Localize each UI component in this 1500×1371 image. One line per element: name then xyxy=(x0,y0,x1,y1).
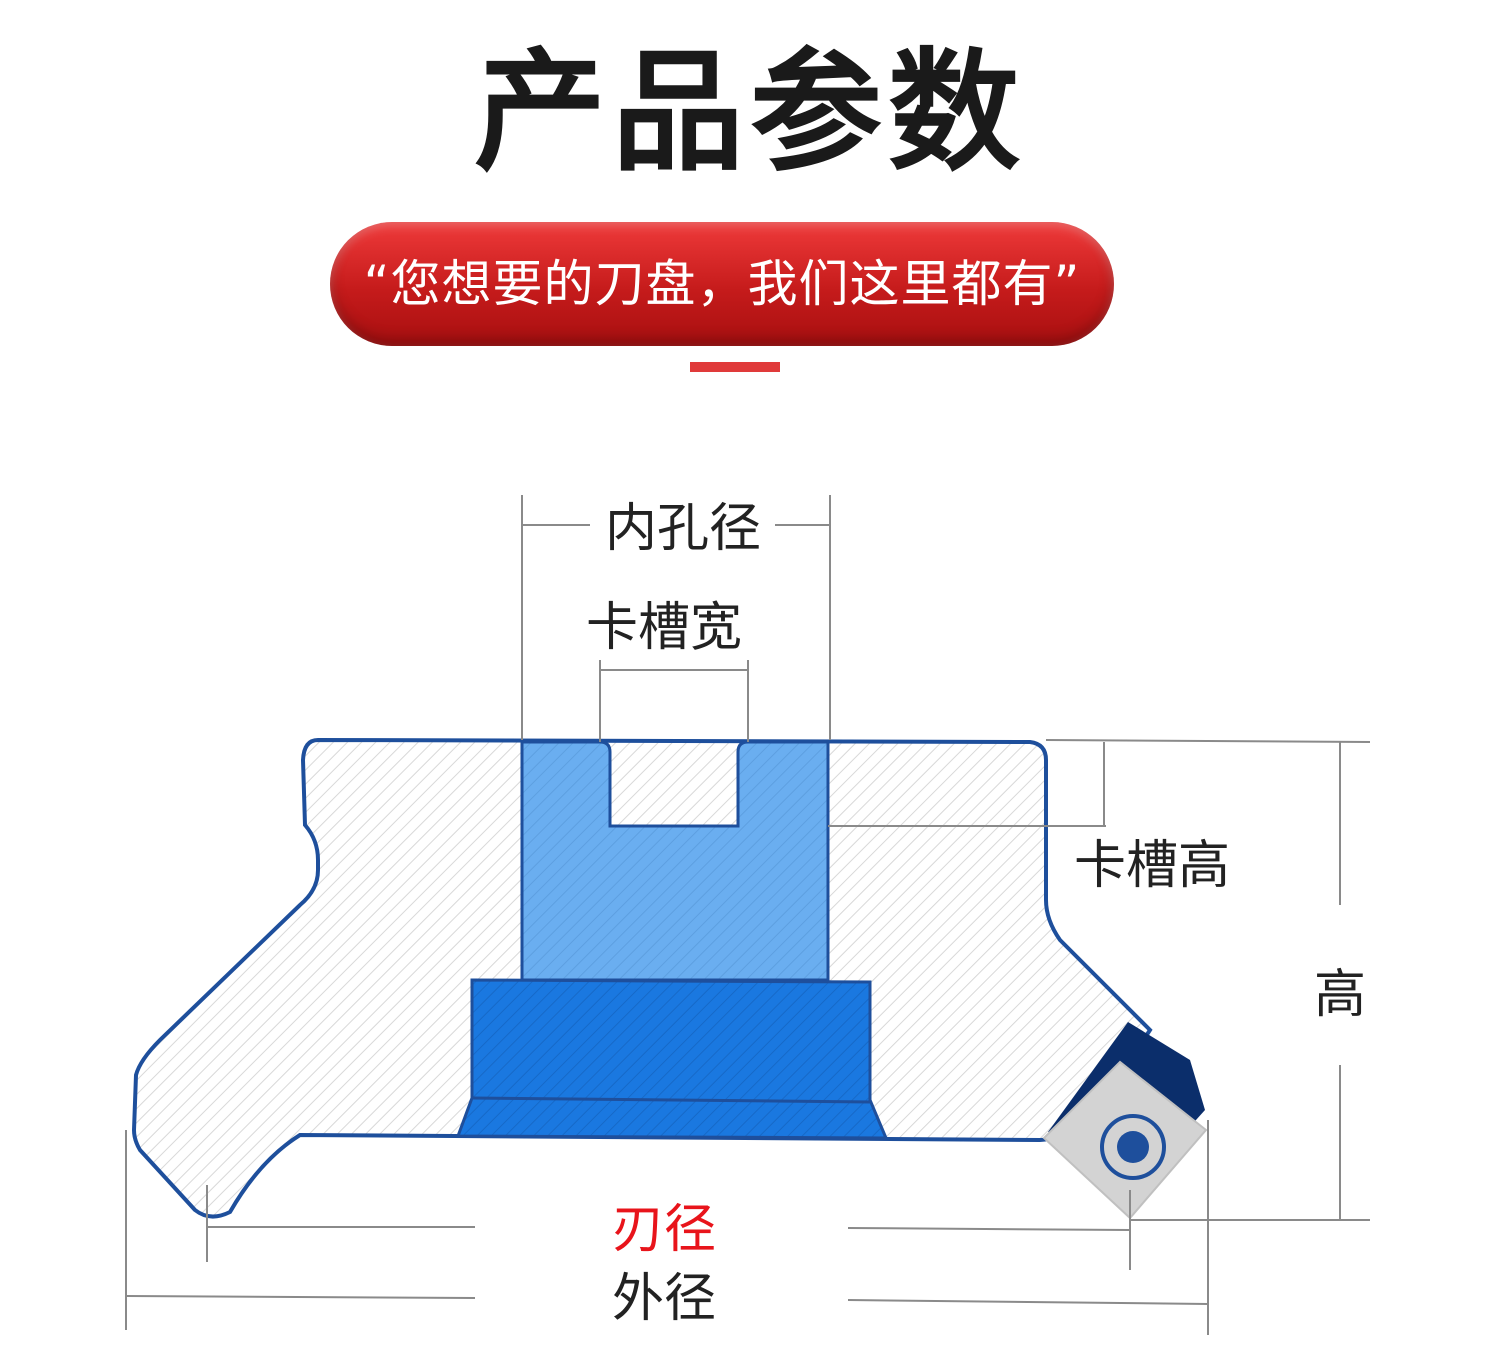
label-height: 高 xyxy=(1314,965,1366,1025)
label-bore-diameter: 内孔径 xyxy=(605,499,761,559)
label-slot-width: 卡槽宽 xyxy=(586,598,742,658)
label-cutting-diameter: 刃径 xyxy=(612,1200,716,1260)
counterbore-step-line xyxy=(471,1096,871,1104)
page-title: 产品参数 xyxy=(474,36,1026,190)
dimension-lines xyxy=(125,495,1371,1335)
accent-divider xyxy=(690,362,780,372)
slogan-text: “您想要的刀盘，我们这里都有” xyxy=(363,255,1081,313)
label-slot-height: 卡槽高 xyxy=(1074,836,1230,896)
insert-screw-ring xyxy=(1100,1114,1166,1180)
slogan-banner: “您想要的刀盘，我们这里都有” xyxy=(330,222,1114,346)
counterbore-region xyxy=(455,978,889,1140)
insert-screw-center xyxy=(1117,1131,1149,1163)
label-outer-diameter: 外径 xyxy=(612,1269,716,1329)
